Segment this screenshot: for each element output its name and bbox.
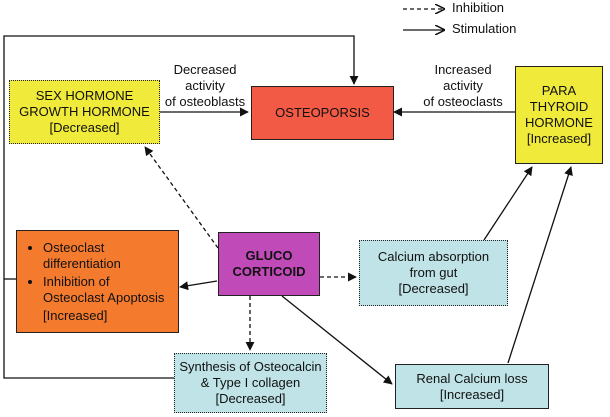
renal-calcium-node: Renal Calcium loss [Increased] <box>395 364 549 409</box>
gluco-line1: GLUCO <box>245 248 293 263</box>
osteoclast-bullet-1: Osteoclast differentiation <box>43 240 172 272</box>
legend-stimulation-label: Stimulation <box>452 21 517 36</box>
osteoporosis-node: OSTEOPORSIS <box>251 86 394 140</box>
gluco-to-osteoclast-edge <box>179 280 218 291</box>
sex-hormone-line3: [Decreased] <box>49 120 120 135</box>
calcium-absorption-node: Calcium absorption from gut [Decreased] <box>359 240 508 306</box>
increased-activity-label: Increased activity of osteoclasts <box>418 62 508 110</box>
sex-hormone-node: SEX HORMONE GROWTH HORMONE [Decreased] <box>9 80 160 144</box>
osteoclast-bullet-2: Inhibition of Osteoclast Apoptosis <box>43 274 172 306</box>
calcium-absorption-line1: Calcium absorption <box>377 249 490 264</box>
gluco-line2: CORTICOID <box>232 264 306 279</box>
para-thyroid-line3: HORMONE <box>525 115 593 130</box>
osteoporosis-label: OSTEOPORSIS <box>275 105 370 120</box>
para-thyroid-line2: THYROID <box>529 99 589 114</box>
osteoclast-status: [Increased] <box>43 307 108 323</box>
decreased-line3: of osteoblasts <box>164 94 246 109</box>
renal-line1: Renal Calcium loss <box>416 370 528 386</box>
renal-to-para-thyroid-edge <box>507 166 573 364</box>
loop-to-osteoporosis-edge <box>3 35 359 379</box>
calcium-absorption-line3: [Decreased] <box>398 281 469 296</box>
sex-hormone-line1: SEX HORMONE <box>35 88 134 103</box>
glucocorticoid-node: GLUCO CORTICOID <box>218 232 320 296</box>
renal-line2: [Increased] <box>439 386 505 402</box>
decreased-activity-label: Decreased activity of osteoblasts <box>160 62 250 110</box>
osteocalcin-node: Synthesis of Osteocalcin & Type I collag… <box>174 353 327 413</box>
osteoclast-effects-list: Osteoclast differentiation Inhibition of… <box>25 240 172 308</box>
decreased-line2: activity <box>185 78 225 93</box>
para-thyroid-line4: [Increased] <box>526 131 592 146</box>
gluco-to-renal-edge <box>281 295 393 385</box>
osteocalcin-line3: [Decreased] <box>215 391 286 406</box>
para-thyroid-line1: PARA <box>541 83 577 98</box>
calcium-absorption-to-para-thyroid-edge <box>483 166 533 241</box>
increased-line2: activity <box>443 78 483 93</box>
para-thyroid-node: PARA THYROID HORMONE [Increased] <box>515 66 603 164</box>
osteoclast-node: Osteoclast differentiation Inhibition of… <box>16 230 179 333</box>
calcium-absorption-line2: from gut <box>409 265 458 280</box>
increased-line3: of osteoclasts <box>423 94 503 109</box>
decreased-line1: Decreased <box>173 62 237 77</box>
osteocalcin-line1: Synthesis of Osteocalcin <box>179 359 322 374</box>
increased-line1: Increased <box>434 62 492 77</box>
osteocalcin-line2: & Type I collagen <box>200 375 301 390</box>
legend-inhibition-label: Inhibition <box>452 0 505 15</box>
sex-hormone-line2: GROWTH HORMONE <box>19 104 150 119</box>
